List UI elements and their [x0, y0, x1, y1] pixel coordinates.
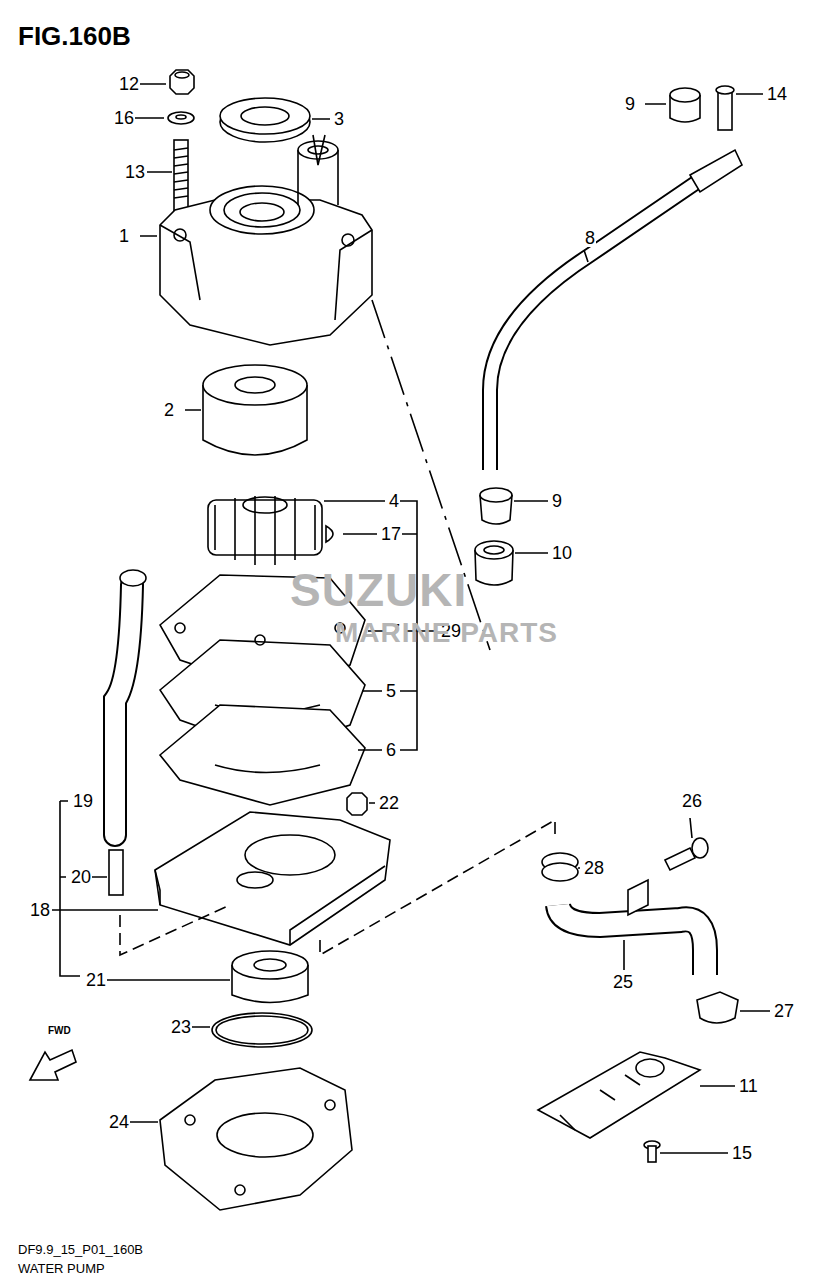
callout-number: 11 [738, 1077, 759, 1095]
callout-number: 16 [113, 109, 135, 127]
callout-number: 5 [385, 682, 397, 700]
callout-number: 24 [108, 1113, 130, 1131]
callout-number: 15 [731, 1144, 753, 1162]
callout-number: 28 [583, 859, 605, 877]
callout-number: 10 [551, 544, 573, 562]
callout-number: 14 [766, 85, 788, 103]
callout-number: 9 [551, 492, 563, 510]
callout-number: 20 [70, 868, 92, 886]
watermark: SUZUKI [290, 567, 467, 613]
callout-number: 12 [118, 75, 140, 93]
figure-caption: WATER PUMP [18, 1262, 105, 1275]
callout-number: 26 [681, 792, 703, 810]
callout-number: 17 [380, 525, 402, 543]
callout-number: 22 [378, 794, 400, 812]
callout-number: 9 [624, 95, 636, 113]
callout-number: 13 [124, 163, 146, 181]
callout-number: 19 [72, 792, 94, 810]
figure-title: FIG.160B [18, 23, 131, 49]
watermark: MARINE PARTS [335, 619, 558, 647]
callout-number: 18 [29, 901, 51, 919]
callout-number: 1 [118, 227, 130, 245]
callout-number: 8 [584, 229, 596, 247]
callout-number: 25 [612, 973, 634, 991]
drawing-code: DF9.9_15_P01_160B [18, 1243, 143, 1256]
callout-number: 21 [85, 971, 107, 989]
callout-number: 27 [773, 1002, 795, 1020]
callout-number: 3 [333, 110, 345, 128]
callout-number: 6 [385, 741, 397, 759]
forward-marker: FWD [48, 1026, 71, 1036]
callout-number: 2 [163, 401, 175, 419]
callout-number: 4 [388, 492, 400, 510]
callout-number: 23 [170, 1018, 192, 1036]
